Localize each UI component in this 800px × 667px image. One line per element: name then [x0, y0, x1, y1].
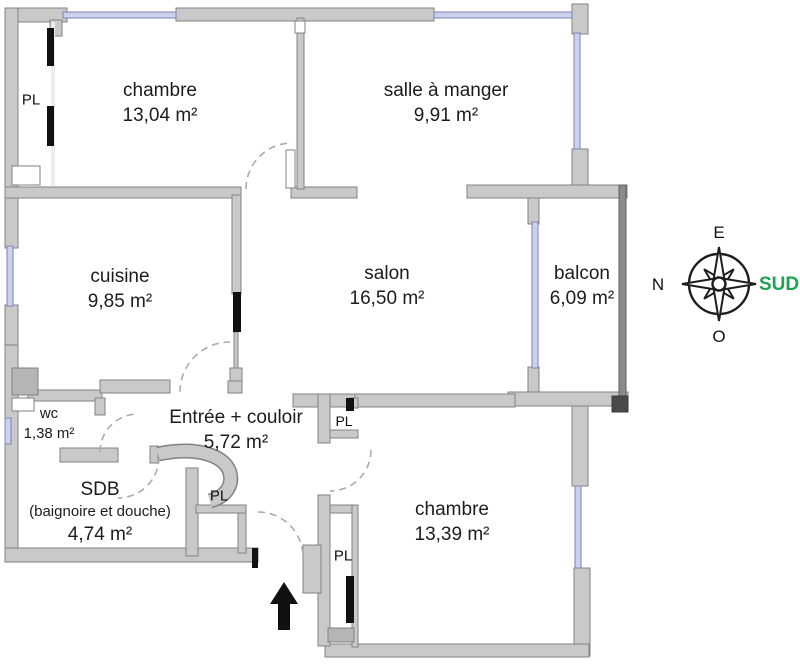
room-area: 16,50 m²: [349, 288, 425, 309]
curved-wall: [156, 443, 239, 509]
compass-rose-icon: [681, 246, 757, 322]
closet-label: PL: [209, 487, 229, 505]
fixture-boxes: [11, 20, 355, 643]
compass-east-label: E: [713, 223, 725, 242]
room-label-sdb: SDB (baignoire et douche) 4,74 m²: [29, 477, 171, 547]
compass-west-label: O: [712, 327, 726, 346]
closet-label: PL: [333, 547, 353, 565]
room-name: SDB: [80, 479, 120, 501]
door-arc: [329, 449, 372, 492]
room-label-wc: wc 1,38 m²: [24, 404, 75, 444]
walls: [4, 3, 629, 658]
room-label-chambre-1: chambre 13,04 m²: [123, 78, 198, 128]
windows: [4, 11, 582, 569]
room-area: 13,04 m²: [122, 105, 198, 126]
closet-door-bars: [47, 28, 354, 623]
room-name: chambre: [415, 498, 489, 520]
closet-label: PL: [21, 91, 41, 109]
room-label-salle-a-manger: salle à manger 9,91 m²: [384, 78, 509, 128]
room-subname: (baignoire et douche): [29, 503, 171, 521]
door-arc: [257, 511, 304, 558]
room-area: 13,39 m²: [414, 524, 490, 545]
compass-south-label: SUD: [758, 274, 800, 295]
room-area: 1,38 m²: [23, 425, 75, 442]
room-area: 6,09 m²: [549, 288, 615, 309]
room-area: 9,85 m²: [87, 291, 153, 312]
room-label-entree-couloir: Entrée + couloir 5,72 m²: [169, 405, 303, 455]
room-name: salon: [364, 262, 410, 284]
door-arc: [179, 341, 231, 393]
entrance-arrow-icon: [270, 582, 298, 630]
door-arcs: [99, 142, 372, 558]
room-label-balcon: balcon 6,09 m²: [550, 261, 614, 311]
room-area: 9,91 m²: [413, 105, 479, 126]
closet-label: PL: [335, 413, 353, 429]
room-name: cuisine: [90, 265, 150, 287]
balcony-rail: [611, 184, 629, 413]
room-label-cuisine: cuisine 9,85 m²: [88, 264, 152, 314]
room-area: 5,72 m²: [203, 432, 269, 453]
room-label-chambre-2: chambre 13,39 m²: [415, 497, 490, 547]
room-area: 4,74 m²: [67, 523, 133, 545]
door-arc: [245, 142, 293, 190]
compass-north-label: N: [651, 275, 665, 294]
room-name: balcon: [553, 262, 610, 284]
room-name: Entrée + couloir: [169, 406, 303, 428]
room-name: chambre: [123, 79, 197, 101]
room-name: salle à manger: [383, 79, 509, 101]
door-arc: [99, 413, 139, 453]
room-name: wc: [39, 405, 59, 423]
room-label-salon: salon 16,50 m²: [350, 261, 425, 311]
